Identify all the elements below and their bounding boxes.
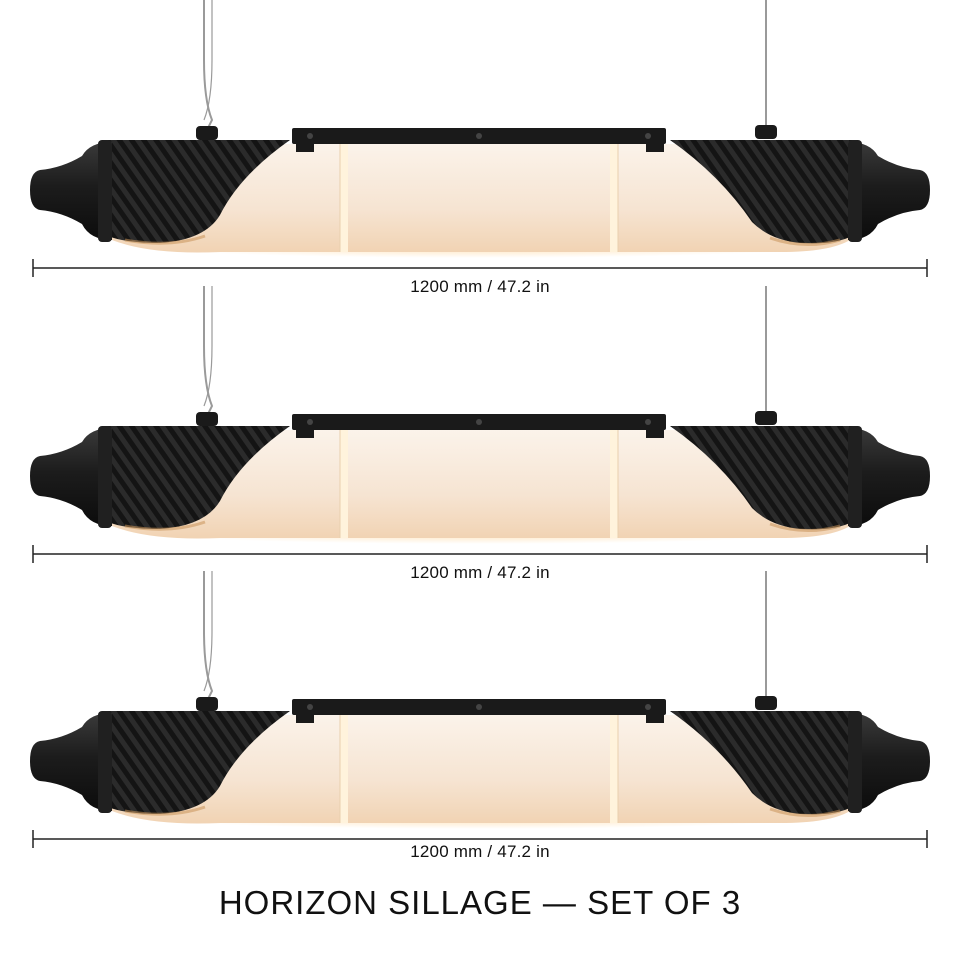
screw-icon bbox=[307, 704, 313, 710]
lamp-1: 1200 mm / 47.2 in bbox=[0, 0, 960, 296]
cable-fitting-left bbox=[196, 126, 218, 140]
diffuser-seam-right bbox=[610, 715, 618, 823]
mounting-bar-tab-right bbox=[646, 715, 664, 723]
pendant-lamp-illustration bbox=[30, 0, 930, 277]
screw-icon bbox=[307, 133, 313, 139]
sleeve-glow-right bbox=[769, 236, 841, 247]
screw-icon bbox=[476, 133, 482, 139]
screw-icon bbox=[476, 704, 482, 710]
suspension-cable-left-inner bbox=[203, 0, 213, 121]
lamp-2: 1200 mm / 47.2 in bbox=[0, 286, 960, 582]
end-cap-right bbox=[848, 428, 930, 526]
mounting-bar-tab-right bbox=[646, 430, 664, 438]
suspension-cable-left bbox=[203, 286, 214, 415]
cable-fitting-right bbox=[755, 696, 777, 710]
suspension-cable-left bbox=[203, 571, 214, 700]
end-cap-left bbox=[30, 428, 112, 526]
screw-icon bbox=[645, 419, 651, 425]
cable-fitting-left bbox=[196, 697, 218, 711]
diffuser-body bbox=[112, 144, 850, 253]
end-cap-collar-left bbox=[98, 711, 112, 813]
screw-icon bbox=[476, 419, 482, 425]
carbon-sleeve-right bbox=[670, 426, 852, 530]
dimension-label: 1200 mm / 47.2 in bbox=[410, 842, 550, 861]
carbon-sleeve-left bbox=[108, 140, 290, 243]
end-cap-left bbox=[30, 142, 112, 240]
carbon-sleeve-right bbox=[670, 711, 852, 815]
end-cap-collar-left bbox=[98, 140, 112, 242]
mounting-bar-tab-left bbox=[296, 430, 314, 438]
diffuser-seam-right bbox=[610, 144, 618, 252]
lamp-3: 1200 mm / 47.2 in bbox=[0, 571, 960, 861]
diffuser-body bbox=[112, 715, 850, 824]
screw-icon bbox=[645, 133, 651, 139]
end-cap-left bbox=[30, 713, 112, 811]
carbon-sleeve-right bbox=[670, 140, 852, 244]
cable-fitting-left bbox=[196, 412, 218, 426]
diffuser-body bbox=[112, 430, 850, 539]
pendant-lamp-illustration bbox=[30, 286, 930, 563]
end-cap-collar-right bbox=[848, 140, 862, 242]
end-cap-right bbox=[848, 713, 930, 811]
diffuser-seam-left bbox=[340, 430, 348, 538]
product-title: HORIZON SILLAGE — SET OF 3 bbox=[218, 884, 742, 921]
screw-icon bbox=[307, 419, 313, 425]
mounting-bar-tab-left bbox=[296, 715, 314, 723]
sleeve-glow-left bbox=[124, 234, 206, 245]
mounting-bar-tab-right bbox=[646, 144, 664, 152]
suspension-cable-left-inner bbox=[203, 571, 213, 692]
cable-fitting-right bbox=[755, 125, 777, 139]
carbon-sleeve-left bbox=[108, 426, 290, 529]
diffuser-seam-left bbox=[340, 144, 348, 252]
pendant-lamp-illustration bbox=[30, 571, 930, 848]
sleeve-glow-right bbox=[769, 807, 841, 818]
sleeve-glow-left bbox=[124, 520, 206, 531]
end-cap-right bbox=[848, 142, 930, 240]
cable-fitting-right bbox=[755, 411, 777, 425]
diffuser-seam-left bbox=[340, 715, 348, 823]
end-cap-collar-left bbox=[98, 426, 112, 528]
sleeve-glow-left bbox=[124, 805, 206, 816]
diffuser-seam-right bbox=[610, 430, 618, 538]
dimension-label: 1200 mm / 47.2 in bbox=[410, 563, 550, 582]
end-cap-collar-right bbox=[848, 711, 862, 813]
sleeve-glow-right bbox=[769, 522, 841, 533]
end-cap-collar-right bbox=[848, 426, 862, 528]
carbon-sleeve-left bbox=[108, 711, 290, 814]
suspension-cable-left-inner bbox=[203, 286, 213, 407]
screw-icon bbox=[645, 704, 651, 710]
mounting-bar-tab-left bbox=[296, 144, 314, 152]
dimension-label: 1200 mm / 47.2 in bbox=[410, 277, 550, 296]
suspension-cable-left bbox=[203, 0, 214, 129]
